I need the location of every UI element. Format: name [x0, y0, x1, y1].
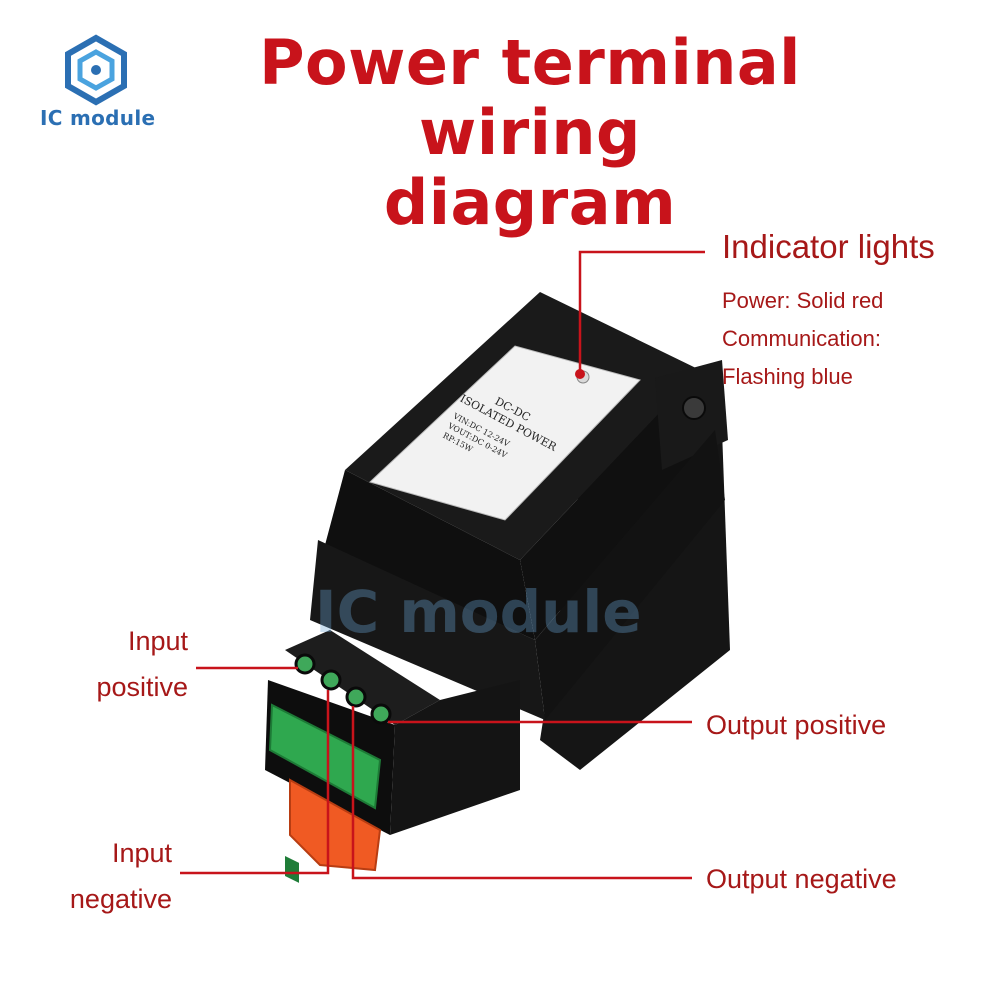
- brand-name: IC module: [40, 106, 156, 130]
- input-negative-label: Input negative: [40, 830, 172, 922]
- din-clip: [289, 778, 382, 872]
- terminal-screw-3: [345, 686, 367, 708]
- indicator-callout-dot: [575, 369, 585, 379]
- input-positive-line-1: Input: [127, 626, 188, 656]
- device-front-upper: [325, 470, 535, 640]
- device-mid-right: [535, 430, 725, 720]
- title-line-2: diagram: [383, 166, 677, 239]
- terminal-block-side: [390, 680, 520, 835]
- terminal-screw-4: [370, 703, 392, 725]
- device-label: [369, 345, 641, 521]
- indicator-power-line: Power: Solid red: [722, 288, 884, 313]
- title-line-1: Power terminal wiring: [259, 26, 801, 169]
- indicator-callout-line: [578, 250, 705, 372]
- indicator-comm-line: Communication:: [722, 326, 881, 351]
- device-mid-step: [310, 540, 545, 720]
- input-negative-callout-line: [180, 690, 330, 875]
- terminal-screw-2: [320, 669, 342, 691]
- page-title: Power terminal wiring diagram: [140, 28, 920, 238]
- side-screw: [682, 396, 706, 420]
- input-negative-line-1: Input: [111, 838, 172, 868]
- input-positive-line-2: positive: [96, 672, 188, 702]
- output-negative-label: Output negative: [706, 864, 897, 894]
- watermark-text: IC module: [315, 578, 642, 646]
- terminal-screws: [294, 653, 392, 725]
- input-negative-line-2: negative: [69, 884, 172, 914]
- terminal-slot-1: [285, 856, 299, 883]
- output-negative-callout-line: [351, 706, 692, 880]
- terminal-block-top: [285, 630, 440, 725]
- output-positive-label: Output positive: [706, 710, 887, 740]
- terminal-screw-1: [294, 653, 316, 675]
- input-positive-label: Input positive: [70, 618, 188, 710]
- brand-logo: [60, 34, 132, 110]
- indicator-lights-title: Indicator lights: [722, 228, 935, 265]
- indicator-blue-line: Flashing blue: [722, 364, 853, 389]
